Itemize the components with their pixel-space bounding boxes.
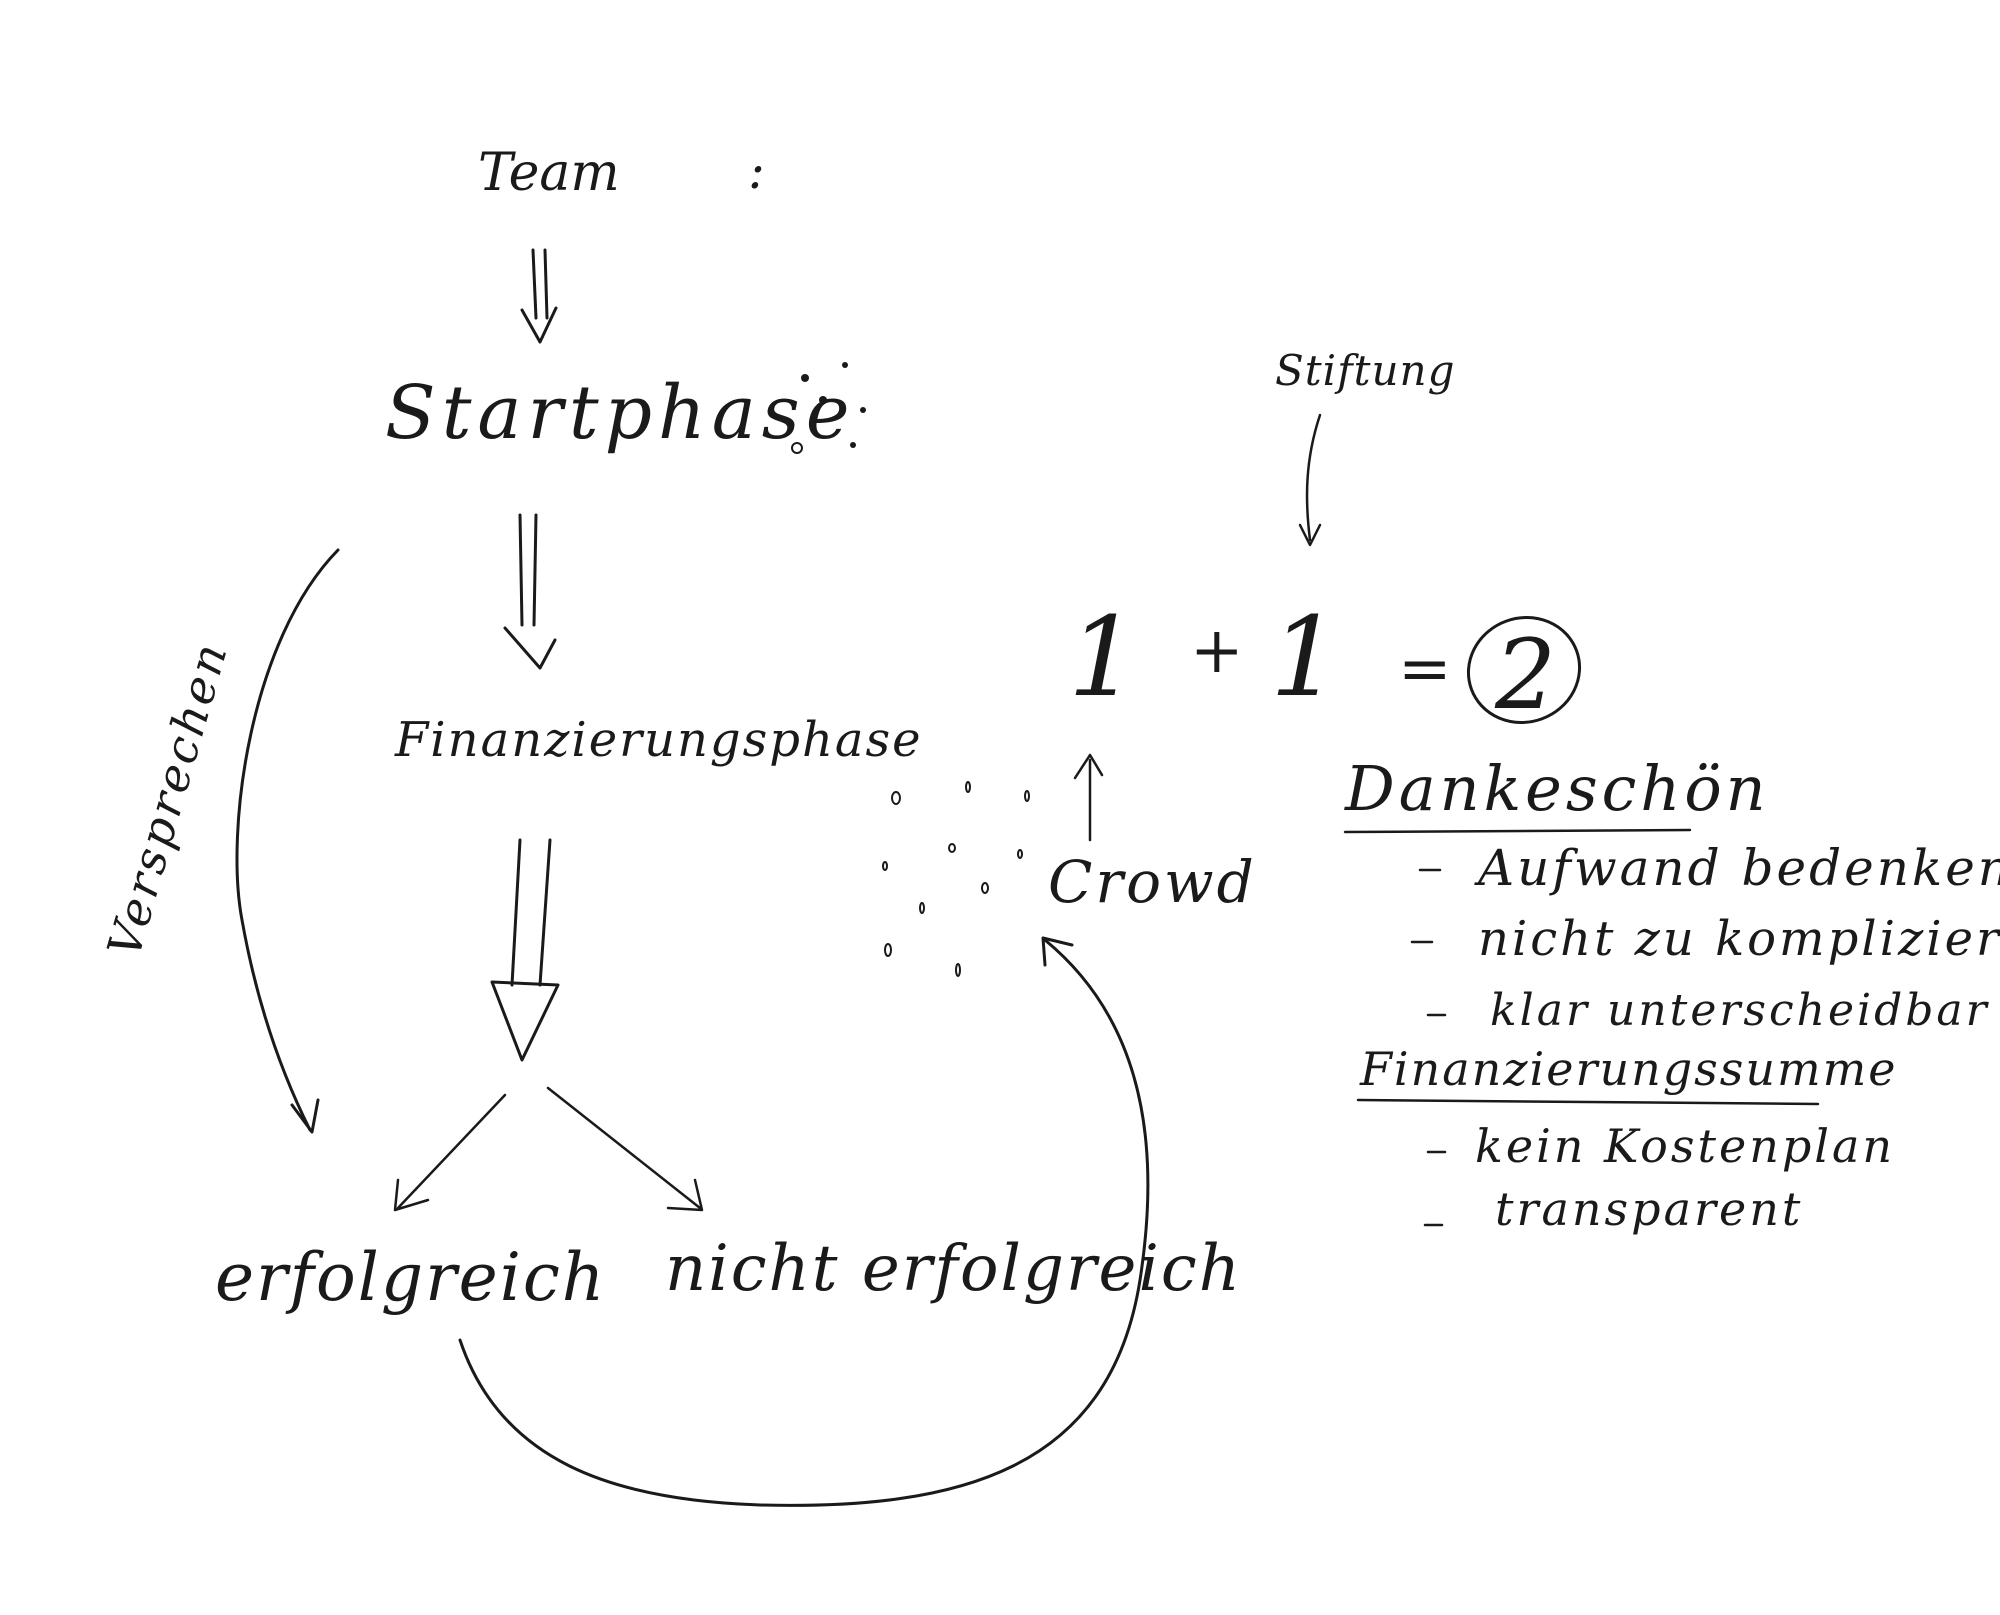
- heading-finanzierungssumme: Finanzierungssumme: [1359, 1042, 1897, 1096]
- heading-dankeschoen: Dankeschön: [1344, 752, 1770, 825]
- equation-equals: =: [1398, 632, 1452, 706]
- arrow-team-to-startphase: [520, 248, 558, 344]
- arrow-erfolgreich-to-crowd: [458, 936, 1150, 1507]
- list-item: transparent: [1495, 1182, 1803, 1236]
- node-erfolgreich: erfolgreich: [215, 1239, 606, 1316]
- list-item: klar unterscheidbar: [1490, 985, 1990, 1036]
- arrow-stiftung-to-equation: [1298, 413, 1322, 547]
- underline-dankeschoen: [1343, 828, 1692, 834]
- equation-plus: +: [1190, 614, 1244, 688]
- node-stiftung: Stiftung: [1275, 346, 1456, 395]
- arrow-to-nicht-erfolgreich: [546, 1086, 704, 1212]
- startphase-dots: [791, 362, 866, 454]
- result-circle: [1466, 616, 1582, 724]
- arrow-finanzierungsphase-to-branch: [490, 838, 560, 1062]
- node-team: Team: [478, 143, 620, 203]
- list-dankeschoen: Aufwand bedenken nicht zu kompliziert kl…: [1410, 839, 2000, 1036]
- edge-label-versprechen: Versprechen: [97, 635, 239, 963]
- equation-term-b: 1: [1270, 593, 1340, 721]
- list-finanzierungssumme: kein Kostenplan transparent: [1423, 1119, 1895, 1236]
- crowd-dots: [882, 781, 1030, 977]
- list-item: nicht zu kompliziert: [1478, 911, 2000, 967]
- node-crowd: Crowd: [1048, 848, 1257, 916]
- node-nicht-erfolgreich: nicht erfolgreich: [665, 1232, 1242, 1306]
- list-item: Aufwand bedenken: [1474, 839, 2000, 897]
- team-colon: :: [748, 142, 765, 200]
- equation-term-a: 1: [1068, 593, 1138, 721]
- arrow-crowd-to-equation: [1073, 753, 1104, 842]
- equation-result: 2: [1494, 619, 1556, 731]
- arrow-versprechen: [235, 548, 340, 1134]
- node-startphase: Startphase: [385, 370, 856, 456]
- arrow-startphase-to-finanzierungsphase: [503, 513, 557, 670]
- underline-finanzierungssumme: [1356, 1098, 1820, 1106]
- node-finanzierungsphase: Finanzierungsphase: [394, 712, 923, 768]
- list-item: kein Kostenplan: [1475, 1119, 1895, 1173]
- arrow-to-erfolgreich: [393, 1093, 507, 1212]
